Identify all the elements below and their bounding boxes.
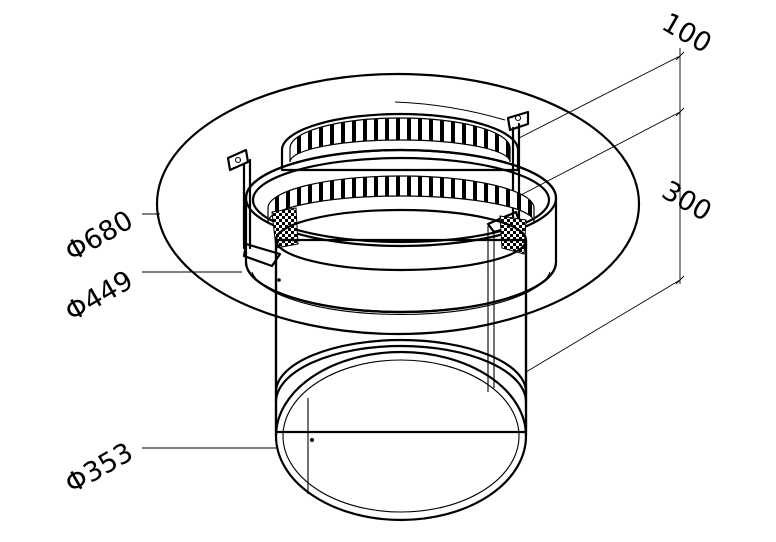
label-diameter-449: Φ449: [60, 265, 139, 328]
label-height-100: 100: [657, 7, 717, 60]
label-height-300: 300: [657, 175, 717, 228]
upper-collar: [280, 101, 520, 172]
label-diameter-680: Φ680: [60, 205, 139, 268]
dimension-lines: [142, 48, 685, 449]
main-cylinder: [274, 208, 528, 522]
middle-louver-band: [267, 175, 535, 223]
upper-louver-band: [289, 117, 511, 163]
label-diameter-353: Φ353: [60, 437, 139, 500]
mounting-bracket-left: [226, 148, 282, 268]
middle-collar: [244, 148, 558, 315]
base-flange: [155, 72, 641, 336]
mesh-right: [499, 215, 527, 255]
